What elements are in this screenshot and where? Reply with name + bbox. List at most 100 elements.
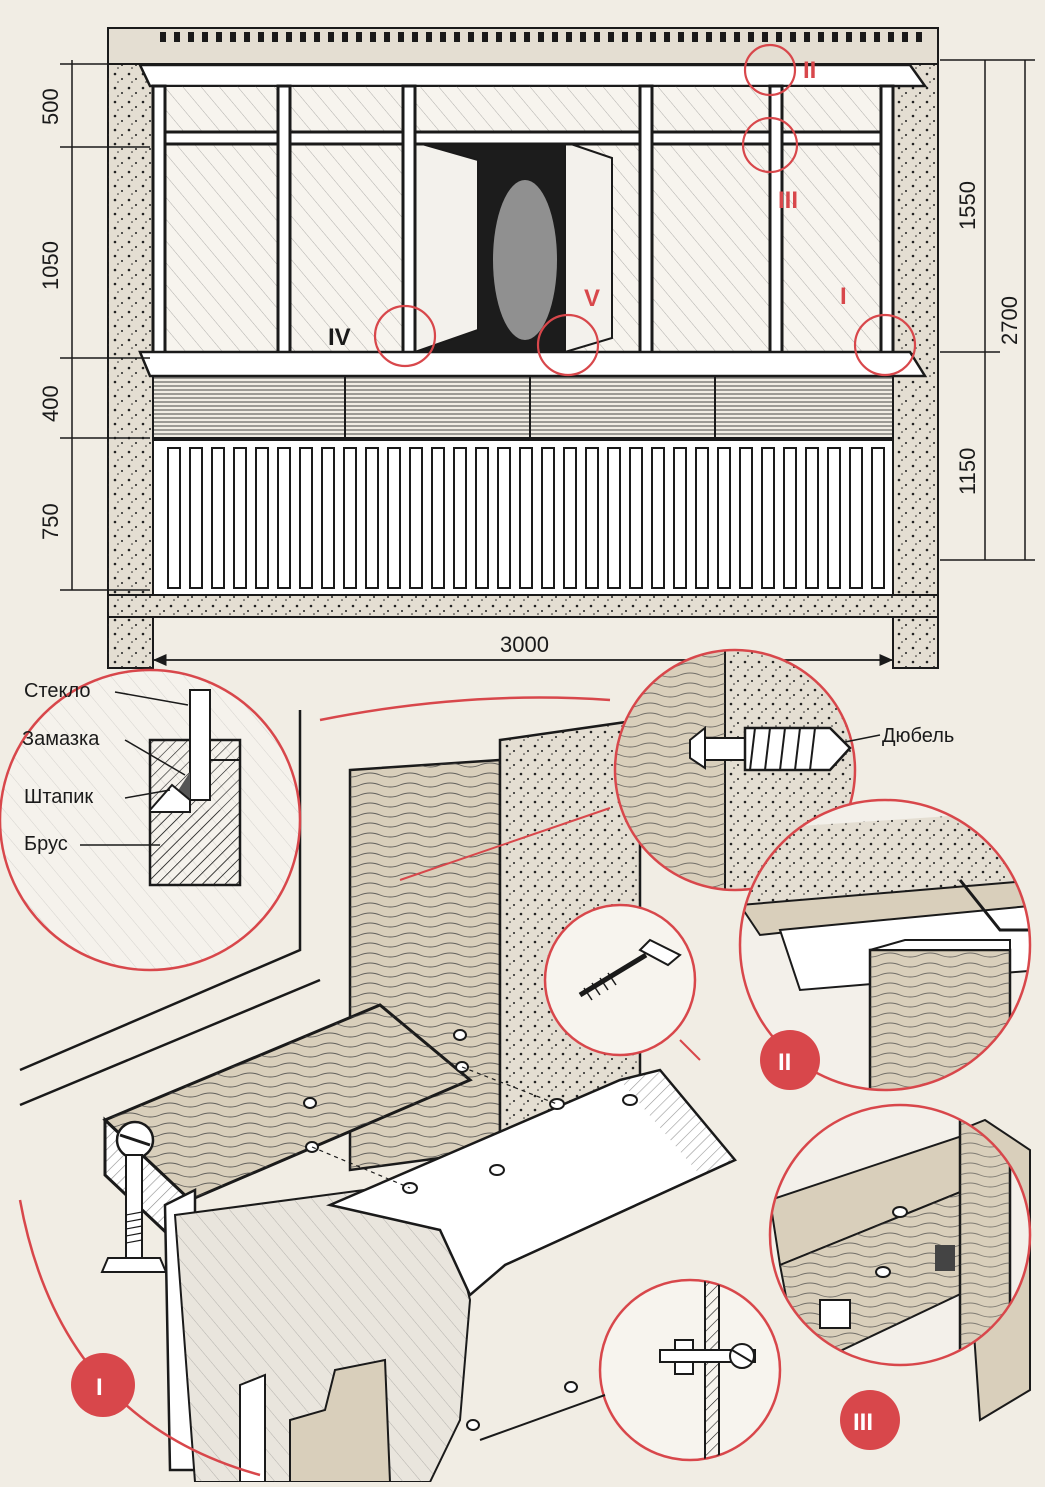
dim-2700: 2700 [997, 296, 1022, 345]
label-putty: Замазка [22, 728, 100, 750]
slab-tooth [846, 32, 852, 42]
slab-tooth [454, 32, 460, 42]
railing-baluster [409, 447, 423, 589]
railing-baluster [211, 447, 225, 589]
railing-baluster [761, 447, 775, 589]
open-sash-left [414, 140, 479, 354]
dim-1150: 1150 [955, 448, 980, 495]
label-glass: Стекло [24, 680, 91, 702]
bolt-shank [125, 1154, 143, 1261]
slab-tooth [314, 32, 320, 42]
slab-tooth [342, 32, 348, 42]
railing-baluster [321, 447, 335, 589]
dim-1050: 1050 [38, 241, 63, 290]
railing-baluster [849, 447, 863, 589]
slab-tooth [440, 32, 446, 42]
railing-baluster [277, 447, 291, 589]
dim-1550: 1550 [955, 181, 980, 230]
railing-baluster [189, 447, 203, 589]
slab-tooth [776, 32, 782, 42]
railing-baluster [255, 447, 269, 589]
slab-tooth [538, 32, 544, 42]
detail-I-sill-mount: I [18, 696, 611, 1477]
slab-tooth [412, 32, 418, 42]
cladding-panels [152, 375, 894, 439]
railing-baluster [783, 447, 797, 589]
slab-tooth [916, 32, 922, 42]
marker-III: III [853, 1409, 873, 1436]
slab-tooth [398, 32, 404, 42]
railing-baluster [717, 447, 731, 589]
railing-baluster [497, 447, 511, 589]
slab-tooth [636, 32, 642, 42]
railing-baluster [343, 447, 357, 589]
detail-II-upper-joint: II [738, 798, 1032, 1092]
railing-baluster [871, 447, 885, 589]
railing-baluster [453, 447, 467, 589]
slab-tooth [286, 32, 292, 42]
marker-V: V [584, 285, 600, 312]
detail-through-bolt [479, 1278, 782, 1462]
slab-tooth [734, 32, 740, 42]
slab-tooth [720, 32, 726, 42]
railing-baluster [519, 447, 533, 589]
slab-tooth [160, 32, 166, 42]
open-sash-right [564, 140, 613, 354]
railing-baluster [387, 447, 401, 589]
slab-tooth [860, 32, 866, 42]
slab-tooth [594, 32, 600, 42]
dim-3000: 3000 [500, 632, 549, 657]
slab-tooth [370, 32, 376, 42]
railing-baluster [563, 447, 577, 589]
slab-tooth [580, 32, 586, 42]
marker-III-top: III [778, 187, 798, 214]
railing-baluster [827, 447, 841, 589]
slab-tooth [496, 32, 502, 42]
balcony-elevation: 500 1050 400 750 1550 2700 1150 3000 II … [38, 27, 1035, 669]
railing-baluster [629, 447, 643, 589]
badge-III [840, 1390, 900, 1450]
slab-tooth [426, 32, 432, 42]
slab-tooth [188, 32, 194, 42]
detail-screw [543, 903, 701, 1061]
slab-tooth [692, 32, 698, 42]
slab-tooth [328, 32, 334, 42]
slab-tooth [664, 32, 670, 42]
railing-baluster [673, 447, 687, 589]
railing-baluster [695, 447, 709, 589]
slab-tooth [356, 32, 362, 42]
slab-tooth [608, 32, 614, 42]
railing-baluster [739, 447, 753, 589]
slab-tooth [174, 32, 180, 42]
label-bead: Штапик [24, 786, 93, 808]
slab-tooth [804, 32, 810, 42]
marker-I: I [96, 1374, 103, 1401]
slab-tooth [650, 32, 656, 42]
marker-II-top: II [803, 57, 816, 84]
slab-tooth [468, 32, 474, 42]
marker-II: II [778, 1049, 791, 1076]
slab-tooth [258, 32, 264, 42]
railing-baluster [299, 447, 313, 589]
bolt-nut [100, 1257, 168, 1273]
slab-tooth [202, 32, 208, 42]
slab-tooth [678, 32, 684, 42]
dim-500: 500 [38, 88, 63, 125]
railing-baluster [233, 447, 247, 589]
railing-baluster [805, 447, 819, 589]
slab-tooth [244, 32, 250, 42]
marker-IV: IV [328, 324, 351, 351]
slab-tooth [552, 32, 558, 42]
slab-tooth [384, 32, 390, 42]
railing-baluster [651, 447, 665, 589]
upper-board [138, 63, 928, 88]
slab-tooth [832, 32, 838, 42]
slab-tooth [762, 32, 768, 42]
railing-baluster [541, 447, 555, 589]
slab-tooth [272, 32, 278, 42]
slab-tooth [874, 32, 880, 42]
railing-baluster [431, 447, 445, 589]
dim-400: 400 [38, 385, 63, 422]
slab-tooth [888, 32, 894, 42]
